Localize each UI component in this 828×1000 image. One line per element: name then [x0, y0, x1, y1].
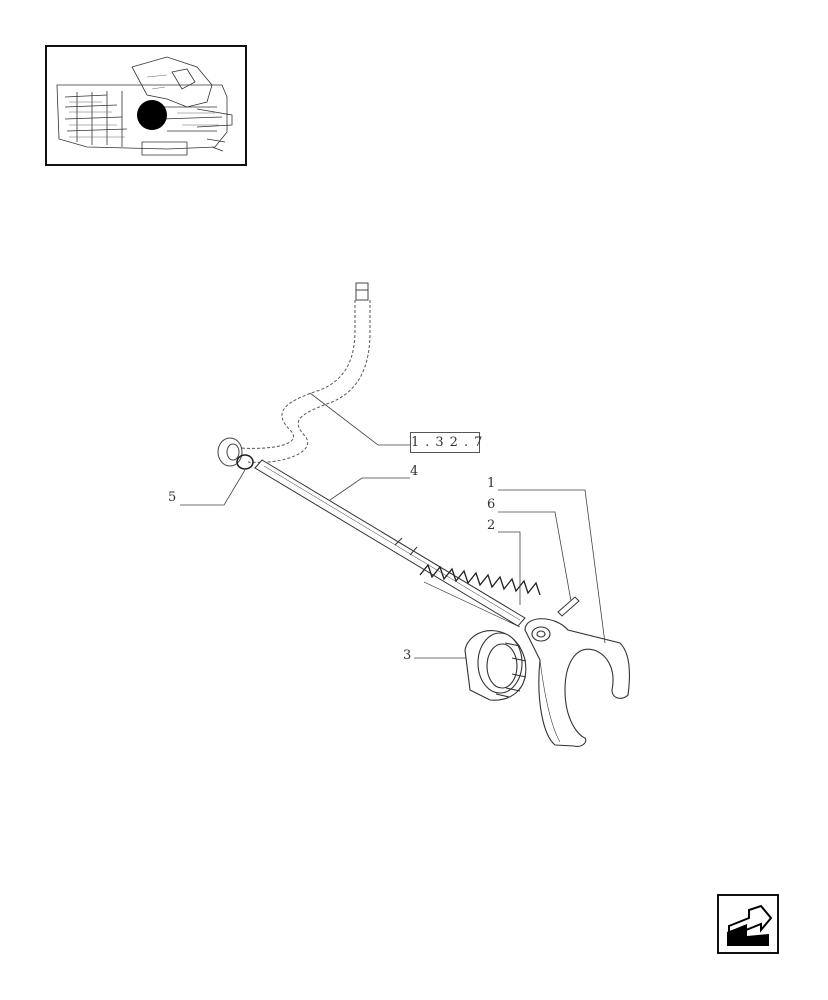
- reference-link-box[interactable]: 1.32.7: [410, 432, 482, 453]
- callout-6: 6: [487, 497, 496, 512]
- previous-page-arrow-icon: [727, 904, 773, 946]
- leader-1: [498, 489, 606, 644]
- callout-2: 2: [487, 518, 496, 533]
- callout-1: 1: [487, 476, 496, 491]
- pipe-end-banjo: [217, 437, 243, 467]
- roll-pin: [557, 596, 580, 617]
- selector-shaft: [254, 459, 526, 627]
- leader-ref: [309, 392, 410, 446]
- leader-6: [498, 511, 572, 602]
- sliding-sleeve: [464, 630, 527, 701]
- leader-4: [329, 477, 410, 501]
- callout-5: 5: [168, 490, 177, 505]
- transmission-thumbnail-drawing: [56, 56, 233, 156]
- locator-thumbnail: [45, 45, 247, 166]
- leader-lines: [180, 392, 606, 659]
- callout-3: 3: [403, 648, 412, 663]
- oil-pipe: [239, 300, 371, 463]
- previous-page-button[interactable]: [717, 894, 779, 954]
- shift-fork: [524, 618, 631, 747]
- spring: [419, 563, 541, 628]
- leader-2: [498, 531, 521, 605]
- o-ring: [236, 454, 254, 470]
- leader-5: [180, 469, 246, 506]
- callout-4: 4: [410, 464, 419, 479]
- pipe-fitting: [355, 282, 369, 301]
